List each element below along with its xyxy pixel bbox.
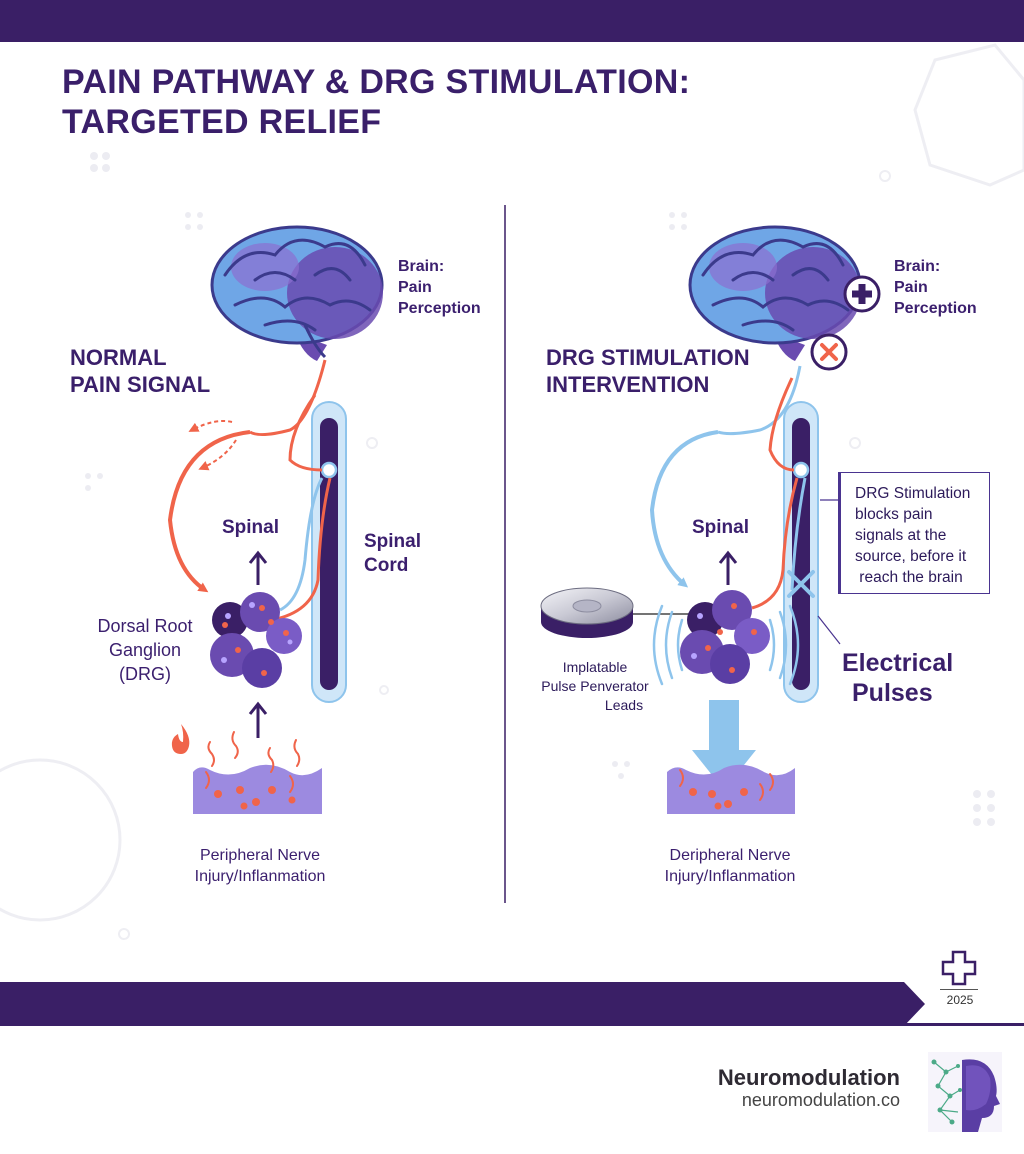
callout-line-2: blocks pain xyxy=(855,506,933,523)
pulse-generator-label-line-3: Leads xyxy=(604,697,644,713)
callout-line-3: signals at the xyxy=(855,527,947,544)
brand-name: Neuromodulation xyxy=(717,1065,900,1090)
pulse-generator-label-line-1: Implatable xyxy=(562,659,628,675)
left-spinal-cord xyxy=(311,401,347,703)
left-heading: NORMAL PAIN SIGNAL xyxy=(70,344,210,398)
drg-label: Dorsal Root Ganglion (DRG) xyxy=(84,614,206,686)
background-decor xyxy=(0,43,1024,940)
left-up-arrows xyxy=(248,550,268,738)
bottom-band xyxy=(0,982,925,1026)
left-brain-icon xyxy=(210,225,384,361)
year-divider xyxy=(940,989,978,990)
left-heading-line-2: PAIN SIGNAL xyxy=(70,372,211,397)
brand-url[interactable]: neuromodulation.co xyxy=(741,1090,900,1110)
right-brain-icon xyxy=(688,225,862,361)
left-brain-label-line-2: Pain xyxy=(398,279,432,296)
title-line-1: PAIN PATHWAY & DRG STIMULATION: xyxy=(62,63,691,101)
drg-label-line-2: Ganglion xyxy=(108,640,182,660)
electrical-pulses-line-2: Pulses xyxy=(852,679,933,707)
page-title: PAIN PATHWAY & DRG STIMULATION: TARGETED… xyxy=(62,62,782,142)
right-spinal-cord xyxy=(783,401,819,703)
electrical-pulses-line-1: Electrical xyxy=(842,649,954,677)
right-brain-label-line-2: Pain xyxy=(894,279,928,296)
right-nerve-label-line-1: Deripheral Nerve xyxy=(669,847,791,864)
top-band xyxy=(0,0,1024,42)
right-drg-cluster xyxy=(680,590,770,684)
right-heading-line-1: DRG STIMULATION xyxy=(546,345,750,370)
left-nerve-tissue xyxy=(193,731,322,814)
right-nerve-tissue xyxy=(667,764,795,814)
background-dots xyxy=(85,152,995,826)
electrical-pulses-label: Electrical Pulses xyxy=(842,648,953,708)
pulse-generator-icon xyxy=(540,587,702,638)
left-drg-cluster xyxy=(210,592,302,688)
callout-line-1: DRG Stimulation xyxy=(855,485,971,502)
fire-icon xyxy=(171,724,190,754)
left-brain-label-line-3: Perception xyxy=(398,300,481,317)
spinal-cord-label-line-2: Cord xyxy=(364,555,409,576)
drg-label-line-1: Dorsal Root xyxy=(97,616,193,636)
callout-line-5: reach the brain xyxy=(855,569,963,586)
right-nerve-label: Deripheral Nerve Injury/Inflanmation xyxy=(630,845,830,887)
right-brain-label: Brain: Pain Perception xyxy=(894,256,977,319)
drg-label-line-3: (DRG) xyxy=(119,664,171,684)
spinal-cord-label-line-1: Spinal xyxy=(364,531,422,552)
right-up-arrow xyxy=(718,550,738,585)
bottom-rule xyxy=(0,1023,1024,1026)
right-heading-line-2: INTERVENTION xyxy=(546,372,710,397)
drg-stimulation-callout: DRG Stimulation blocks pain signals at t… xyxy=(838,472,990,594)
title-line-2: TARGETED RELIEF xyxy=(62,103,382,141)
electrical-pulse-waves xyxy=(652,604,800,686)
right-spinal-label: Spinal xyxy=(692,517,750,538)
left-brain-label-line-1: Brain: xyxy=(398,258,445,275)
left-nerve-label-line-2: Injury/Inflanmation xyxy=(194,868,326,885)
callout-line-4: source, before it xyxy=(855,548,967,565)
right-brain-label-line-1: Brain: xyxy=(894,258,941,275)
ai-head-logo-icon xyxy=(928,1052,1002,1132)
plus-circle-icon xyxy=(843,275,881,313)
cross-circle-icon xyxy=(810,333,848,371)
left-spinal-label: Spinal xyxy=(222,517,280,538)
left-nerve-label-line-1: Peripheral Nerve xyxy=(199,847,321,864)
spinal-cord-label: Spinal Cord xyxy=(364,530,421,578)
medical-cross-icon xyxy=(941,950,977,986)
pulse-generator-label: Implatable Pulse Penverator Leads xyxy=(520,658,670,715)
year-label: 2025 xyxy=(946,993,974,1007)
left-brain-label: Brain: Pain Perception xyxy=(398,256,481,319)
right-brain-label-line-3: Perception xyxy=(894,300,977,317)
callout-connectors xyxy=(817,499,841,645)
left-signal-paths xyxy=(167,359,332,622)
right-heading: DRG STIMULATION INTERVENTION xyxy=(546,344,750,398)
left-heading-line-1: NORMAL xyxy=(70,345,167,370)
left-nerve-label: Peripheral Nerve Injury/Inflanmation xyxy=(160,845,360,887)
pulse-generator-label-line-2: Pulse Penverator xyxy=(541,678,649,694)
right-nerve-label-line-2: Injury/Inflanmation xyxy=(664,868,796,885)
block-x-icon xyxy=(787,570,815,598)
